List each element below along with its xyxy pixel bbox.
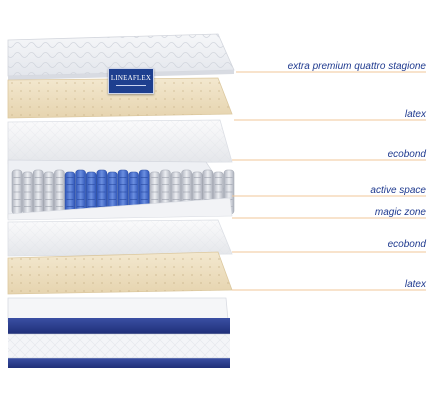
spring-pocket-blue xyxy=(64,171,76,215)
brand-logo-rule xyxy=(116,85,146,86)
layer-ecobond-upper xyxy=(7,119,233,165)
label-ecobond-lower: ecobond xyxy=(387,239,426,250)
label-latex-lower: latex xyxy=(404,279,426,290)
spring-pocket-grey xyxy=(22,171,33,215)
brand-logo: LINEAFLEX xyxy=(108,68,154,94)
layer-latex-upper xyxy=(7,77,233,119)
leader-lines xyxy=(232,71,426,291)
layer-active-space-springs xyxy=(7,159,235,221)
layer-latex-lower xyxy=(7,251,233,295)
label-active-space: active space xyxy=(370,185,426,196)
layer-ecobond-lower xyxy=(7,219,233,257)
brand-logo-text: LINEAFLEX xyxy=(110,74,152,82)
spring-pocket-grey xyxy=(43,171,55,215)
label-latex-upper: latex xyxy=(404,109,426,120)
mattress-base xyxy=(7,297,230,368)
label-topper: extra premium quattro stagione xyxy=(287,61,426,72)
label-ecobond-upper: ecobond xyxy=(387,149,426,160)
label-magic-zone: magic zone xyxy=(374,207,426,218)
